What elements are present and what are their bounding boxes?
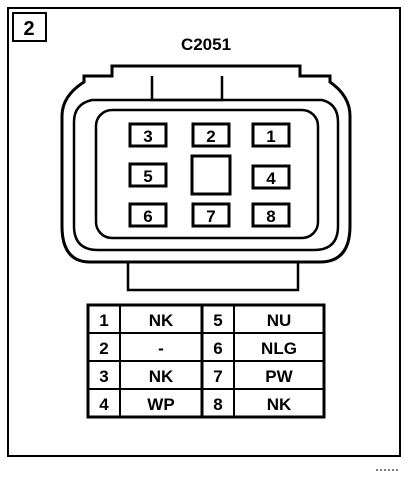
cavity-8: 8 bbox=[251, 202, 291, 228]
wire-color: - bbox=[158, 339, 164, 358]
cavity-6-label: 6 bbox=[143, 207, 152, 226]
pin-number: 1 bbox=[99, 311, 108, 330]
cavity-1-label: 1 bbox=[266, 127, 275, 146]
connector-cavity-block bbox=[94, 108, 320, 240]
table-row: 2 - 6 NLG bbox=[99, 339, 297, 358]
wire-color: NK bbox=[149, 367, 174, 386]
cavity-8-label: 8 bbox=[266, 207, 275, 226]
center-post bbox=[190, 154, 232, 196]
cavity-4-label: 4 bbox=[266, 169, 276, 188]
cavity-5: 5 bbox=[128, 162, 168, 188]
wire-color: PW bbox=[265, 367, 293, 386]
cavity-7-label: 7 bbox=[206, 207, 215, 226]
connector-latch bbox=[150, 76, 224, 102]
table-row: 4 WP 8 NK bbox=[99, 395, 292, 414]
cavity-2-label: 2 bbox=[206, 127, 215, 146]
pin-number: 4 bbox=[99, 395, 109, 414]
pin-number: 6 bbox=[213, 339, 222, 358]
table-row: 3 NK 7 PW bbox=[99, 367, 293, 386]
connector-id-label: C2051 bbox=[181, 35, 231, 54]
table-row: 1 NK 5 NU bbox=[99, 311, 291, 330]
pin-table: 1 NK 5 NU 2 - 6 NLG 3 NK 7 PW 4 WP 8 NK bbox=[86, 303, 326, 419]
pin-number: 7 bbox=[213, 367, 222, 386]
cavity-2: 2 bbox=[191, 122, 231, 148]
figure-frame bbox=[7, 7, 401, 457]
connector-housing-outer bbox=[60, 64, 352, 264]
wire-color: NLG bbox=[261, 339, 297, 358]
pin-number: 8 bbox=[213, 395, 222, 414]
figure-number-box bbox=[12, 12, 47, 42]
cavity-4: 4 bbox=[251, 164, 291, 190]
wire-color: NK bbox=[149, 311, 174, 330]
cavity-3-label: 3 bbox=[143, 127, 152, 146]
wire-color: NU bbox=[267, 311, 292, 330]
cavity-7: 7 bbox=[191, 202, 231, 228]
connector-stem bbox=[126, 262, 300, 292]
figure-number: 2 bbox=[23, 18, 34, 40]
cavity-3: 3 bbox=[128, 122, 168, 148]
pin-number: 5 bbox=[213, 311, 222, 330]
connector-housing-inner bbox=[72, 98, 340, 252]
cavity-1: 1 bbox=[251, 122, 291, 148]
cavity-6: 6 bbox=[128, 202, 168, 228]
pin-number: 3 bbox=[99, 367, 108, 386]
wire-color: NK bbox=[267, 395, 292, 414]
wire-color: WP bbox=[147, 395, 174, 414]
pin-number: 2 bbox=[99, 339, 108, 358]
cavity-5-label: 5 bbox=[143, 167, 152, 186]
